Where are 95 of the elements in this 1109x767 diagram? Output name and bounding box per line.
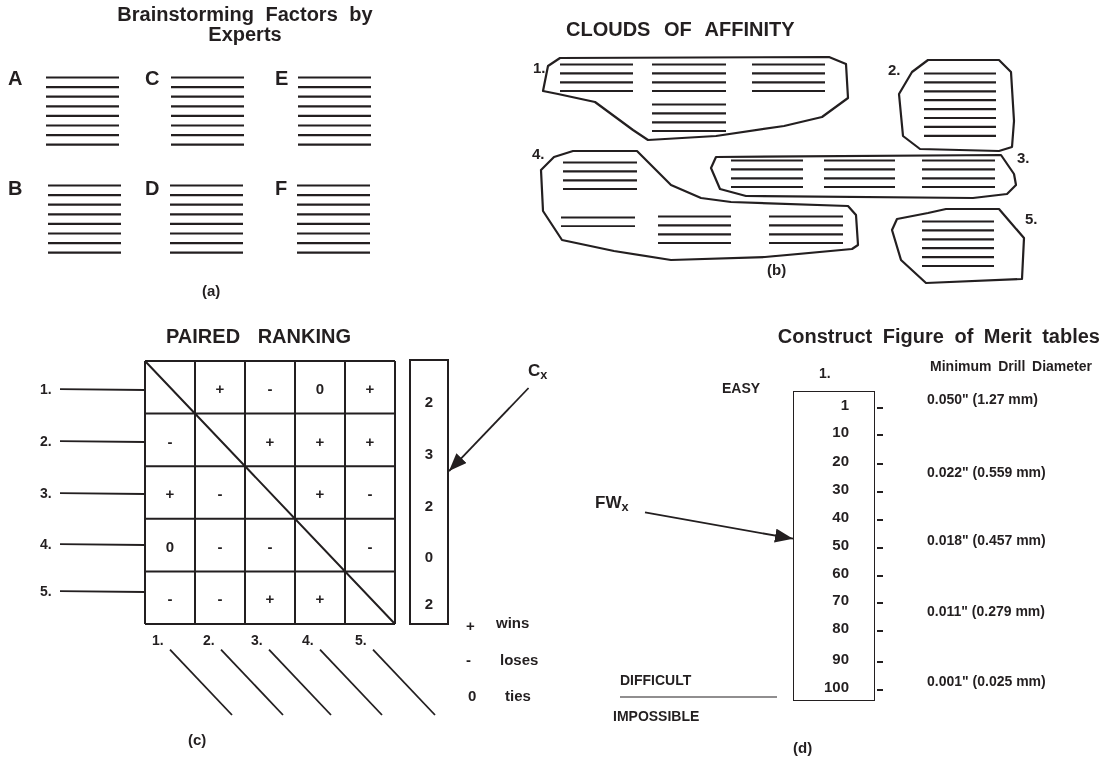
- scale-number: 80: [832, 620, 849, 635]
- leader-line: [59, 388, 146, 391]
- ranking-symbol: +: [364, 433, 376, 449]
- legend-symbol: -: [466, 652, 471, 667]
- item-number: 3.: [251, 631, 264, 647]
- item-number: 2.: [203, 631, 216, 647]
- heading: CLOUDS OF AFFINITY: [566, 19, 795, 39]
- ranking-symbol: +: [264, 433, 276, 449]
- scale-number: 40: [832, 509, 849, 524]
- ranking-symbol: -: [366, 538, 374, 554]
- ranking-symbol: -: [266, 538, 274, 554]
- scale-end-label: EASY: [722, 381, 761, 395]
- legend-symbol: +: [466, 618, 475, 633]
- scale-number: 60: [832, 565, 849, 580]
- ranking-symbol: +: [364, 381, 376, 396]
- item-number: 4.: [302, 631, 315, 647]
- expert-letter: B: [8, 178, 23, 198]
- leader-line: [268, 648, 332, 716]
- item-number: 5.: [355, 631, 368, 647]
- panel-caption: (d): [793, 740, 813, 755]
- expert-letter: F: [275, 178, 288, 198]
- count-column: [409, 359, 449, 625]
- expert-letter: C: [145, 68, 160, 88]
- cloud-number: 3.: [1017, 150, 1030, 165]
- leader-line: [169, 648, 233, 716]
- ranking-symbol: 0: [164, 538, 176, 554]
- ranking-symbol: +: [164, 486, 176, 502]
- item-number: 1.: [40, 380, 53, 396]
- heading: Construct Figure of Merit tables: [776, 326, 1100, 346]
- ranking-symbol: -: [366, 486, 374, 502]
- ranking-symbol: -: [166, 433, 174, 449]
- arrow: [644, 511, 794, 543]
- scale-number: 90: [832, 651, 849, 666]
- item-number: 2.: [40, 432, 53, 448]
- cloud-number: 5.: [1025, 211, 1038, 226]
- merit-scale: [793, 391, 875, 701]
- scale-number: 30: [832, 481, 849, 496]
- item-number: 3.: [40, 484, 53, 500]
- ranking-symbol: +: [314, 433, 326, 449]
- diameter-value: 0.001" (0.025 mm): [927, 674, 1046, 688]
- scale-number: 50: [832, 537, 849, 552]
- win-count: 3: [423, 446, 435, 461]
- variable-label: C$_{x}$: [528, 362, 549, 379]
- expert-letter: A: [8, 68, 23, 88]
- legend-text: ties: [505, 688, 531, 703]
- ranking-symbol: -: [216, 538, 224, 554]
- ranking-symbol: -: [166, 591, 174, 607]
- ranking-symbol: -: [266, 381, 274, 396]
- panel-caption: (c): [188, 732, 207, 747]
- leader-line: [372, 648, 436, 716]
- item-number: 5.: [40, 582, 53, 598]
- legend-text: wins: [496, 615, 530, 630]
- ranking-symbol: +: [214, 381, 226, 396]
- diameter-value: 0.018" (0.457 mm): [927, 533, 1046, 547]
- item-number: 1.: [152, 631, 165, 647]
- cloud-number: 4.: [532, 146, 545, 161]
- panel-caption: (a): [202, 283, 221, 298]
- diameter-value: 0.050" (1.27 mm): [927, 392, 1038, 406]
- scale-number: 70: [832, 592, 849, 607]
- scale-number: 100: [823, 679, 849, 694]
- leader-line: [220, 648, 284, 716]
- scale-end-label: DIFFICULT: [620, 673, 692, 687]
- win-count: 2: [423, 596, 435, 611]
- legend-symbol: 0: [468, 688, 477, 703]
- legend-text: loses: [500, 652, 539, 667]
- ranking-symbol: 0: [314, 381, 326, 396]
- arrow: [448, 387, 530, 472]
- scale-number: 20: [832, 453, 849, 468]
- variable-label: FW$_{x}$: [595, 494, 630, 511]
- leader-line: [59, 440, 146, 443]
- ranking-symbol: +: [264, 591, 276, 607]
- ranking-symbol: -: [216, 486, 224, 502]
- leader-line: [59, 543, 146, 546]
- scale-end-label: IMPOSSIBLE: [613, 709, 700, 723]
- scale-number: 1: [840, 397, 849, 412]
- ranking-symbol: +: [314, 486, 326, 502]
- cloud-number: 2.: [888, 62, 901, 77]
- leader-line: [59, 492, 146, 495]
- heading: Brainstorming Factors by Experts: [116, 4, 374, 44]
- win-count: 2: [423, 498, 435, 513]
- cloud-number: 1.: [533, 60, 546, 75]
- diameter-value: 0.011" (0.279 mm): [927, 604, 1045, 618]
- diameter-value: 0.022" (0.559 mm): [927, 465, 1046, 479]
- ranking-symbol: +: [314, 591, 326, 607]
- win-count: 2: [423, 394, 435, 409]
- expert-letter: E: [275, 68, 289, 88]
- scale-heading: 1.: [819, 366, 831, 380]
- heading: PAIRED RANKING: [166, 326, 351, 346]
- scale-number: 10: [832, 424, 849, 439]
- win-count: 0: [423, 549, 435, 564]
- leader-line: [319, 648, 383, 716]
- ranking-symbol: -: [216, 591, 224, 607]
- leader-line: [59, 590, 146, 593]
- expert-letter: D: [145, 178, 160, 198]
- item-number: 4.: [40, 535, 53, 551]
